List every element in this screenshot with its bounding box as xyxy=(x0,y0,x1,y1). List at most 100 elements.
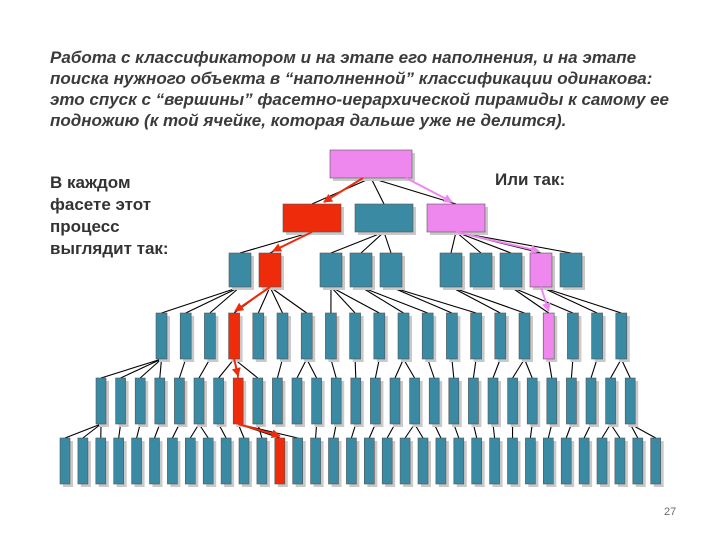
level4-node-9 xyxy=(272,377,283,425)
level4-node-7 xyxy=(232,377,244,425)
level3-10-to-level4-15 xyxy=(394,358,405,379)
level3-node-10 xyxy=(397,312,410,360)
level1-1-to-level2-3 xyxy=(360,231,385,254)
level4-node-26 xyxy=(605,377,616,425)
level4-node-15 xyxy=(389,377,401,425)
level5-node-8 xyxy=(202,437,214,485)
level3-2-to-level4-5 xyxy=(198,358,211,379)
level3-node-14 xyxy=(494,312,507,360)
level4-node-25 xyxy=(585,377,597,425)
level3-0-to-level4-1 xyxy=(120,358,162,379)
level4-node-4 xyxy=(174,377,185,425)
level2-8-to-level3-19 xyxy=(540,286,622,314)
level3-15-to-level4-22 xyxy=(523,358,533,379)
level5-node-13 xyxy=(292,437,304,485)
level1-0-to-level2-0 xyxy=(239,231,313,254)
level2-node-4 xyxy=(379,252,403,288)
level3-3-to-level4-6 xyxy=(218,358,235,379)
level5-node-30 xyxy=(596,437,608,485)
level5-node-22 xyxy=(453,437,465,485)
level4-node-12 xyxy=(330,377,342,425)
level4-node-3 xyxy=(154,377,166,425)
level2-1-to-level3-6 xyxy=(269,286,308,314)
pyramid-nodes xyxy=(59,149,664,487)
level3-node-15 xyxy=(518,312,531,360)
level5-node-2 xyxy=(95,437,107,485)
level5-node-18 xyxy=(381,437,393,485)
level1-2-to-level2-5 xyxy=(450,231,457,254)
pink-arrow-1 xyxy=(405,177,453,203)
level5-node-11 xyxy=(256,437,268,485)
level5-node-6 xyxy=(167,437,178,485)
level2-2-to-level3-9 xyxy=(330,286,380,314)
level4-node-23 xyxy=(546,377,558,425)
level2-node-0 xyxy=(228,252,252,288)
level4-node-6 xyxy=(213,377,224,425)
level2-1-to-level3-5 xyxy=(269,286,283,314)
level5-node-0 xyxy=(59,437,71,485)
level5-node-32 xyxy=(632,437,644,485)
level4-node-16 xyxy=(409,377,420,425)
level3-7-to-level4-12 xyxy=(330,358,337,379)
level5-node-16 xyxy=(346,437,357,485)
level5-node-33 xyxy=(650,437,662,485)
level3-0-to-level4-3 xyxy=(159,358,163,379)
level2-node-7 xyxy=(499,252,523,288)
level5-node-15 xyxy=(328,437,339,485)
root-to-level1-2 xyxy=(370,177,457,205)
level5-node-29 xyxy=(578,437,590,485)
level5-node-23 xyxy=(471,437,483,485)
pink-arrow-3 xyxy=(540,286,551,312)
level3-15-to-level4-21 xyxy=(512,358,525,379)
level3-node-3 xyxy=(228,312,240,360)
level5-node-20 xyxy=(417,437,429,485)
level5-node-17 xyxy=(363,437,375,485)
level5-node-31 xyxy=(614,437,626,485)
level5-node-27 xyxy=(542,437,554,485)
level2-7-to-level3-17 xyxy=(510,286,574,314)
level3-node-8 xyxy=(349,312,361,360)
red-arrow-2 xyxy=(272,231,313,252)
level4-node-13 xyxy=(350,377,362,425)
level1-node-2 xyxy=(426,203,486,233)
level2-3-to-level3-10 xyxy=(360,286,404,314)
level3-17-to-level4-24 xyxy=(570,358,574,379)
level3-6-to-level4-11 xyxy=(306,358,318,379)
level4-0-to-level5-0 xyxy=(64,423,102,439)
level5-node-14 xyxy=(310,437,321,485)
level3-10-to-level4-16 xyxy=(403,358,416,379)
red-arrow-4 xyxy=(231,358,241,377)
level2-0-to-level3-0 xyxy=(161,286,241,314)
level3-6-to-level4-10 xyxy=(296,358,308,379)
level2-node-5 xyxy=(439,252,463,288)
level3-node-5 xyxy=(276,312,289,360)
level3-node-6 xyxy=(300,312,313,360)
pink-arrow-2 xyxy=(455,231,540,254)
level4-node-27 xyxy=(624,377,636,425)
level1-2-to-level2-6 xyxy=(455,231,482,254)
level4-node-22 xyxy=(526,377,538,425)
level3-3-to-level4-8 xyxy=(233,358,259,379)
level3-node-9 xyxy=(373,312,386,360)
level3-node-11 xyxy=(421,312,434,360)
level4-node-5 xyxy=(193,377,205,425)
level5-node-24 xyxy=(489,437,500,485)
level4-node-0 xyxy=(95,377,107,425)
level5-node-3 xyxy=(113,437,124,485)
alt-caption: Или так: xyxy=(495,170,566,189)
left-caption: В каждом фасете этот процесс выглядит та… xyxy=(50,173,169,258)
red-arrow-5 xyxy=(237,423,281,439)
level3-11-to-level4-17 xyxy=(427,358,435,379)
path-arrows xyxy=(231,177,551,439)
root-node xyxy=(329,149,413,179)
level3-node-17 xyxy=(567,312,579,360)
level5-node-12 xyxy=(274,437,286,485)
level1-node-0 xyxy=(282,203,342,233)
level2-0-to-level3-2 xyxy=(209,286,241,314)
red-arrow-3 xyxy=(234,286,271,312)
level3-0-to-level4-2 xyxy=(139,358,162,379)
red-arrow-1 xyxy=(323,177,364,203)
page-number: 27 xyxy=(664,506,677,518)
level2-1-to-level3-4 xyxy=(257,286,271,314)
level3-5-to-level4-9 xyxy=(276,358,284,379)
